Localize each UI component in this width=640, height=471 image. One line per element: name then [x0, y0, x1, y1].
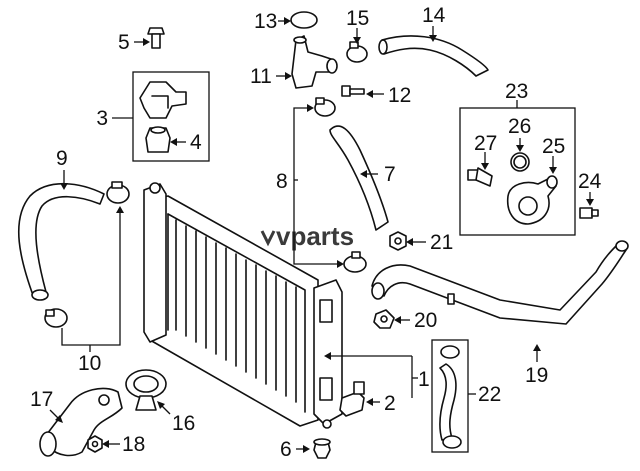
- callout-4: 4: [190, 131, 202, 154]
- insulator-part-4[interactable]: [145, 126, 171, 153]
- callout-3: 3: [96, 107, 108, 130]
- cap-part-13[interactable]: [290, 11, 318, 29]
- watermark-text: vparts: [276, 221, 354, 251]
- drain-plug-part-2[interactable]: [339, 381, 365, 417]
- group-box-22: [431, 339, 469, 453]
- radiator[interactable]: [143, 182, 343, 429]
- clamp-part-15[interactable]: [346, 41, 368, 63]
- water-outlet-part-25[interactable]: [506, 175, 558, 225]
- callout-15: 15: [346, 7, 369, 30]
- clamp-part-10-lower[interactable]: [44, 308, 68, 328]
- callout-5: 5: [118, 31, 130, 54]
- callout-2: 2: [384, 392, 396, 415]
- gasket-part-20[interactable]: [373, 309, 395, 329]
- clamp-part-10-upper[interactable]: [106, 181, 130, 204]
- callout-11: 11: [250, 65, 272, 88]
- callout-27: 27: [474, 132, 497, 155]
- hose-part-7[interactable]: [329, 125, 389, 231]
- callout-22: 22: [478, 383, 501, 406]
- hose-part-9[interactable]: [18, 182, 105, 301]
- grommet-part-6[interactable]: [313, 438, 331, 459]
- callout-23: 23: [505, 80, 528, 103]
- thermostat-housing-part-17[interactable]: [39, 387, 123, 457]
- callout-20: 20: [414, 309, 437, 332]
- sensor-part-27[interactable]: [467, 167, 493, 187]
- callout-16: 16: [172, 412, 195, 435]
- callout-6: 6: [280, 438, 292, 461]
- bolt-part-24[interactable]: [579, 207, 599, 219]
- callout-9: 9: [56, 147, 68, 170]
- bracket-part-3[interactable]: [139, 81, 187, 119]
- callout-14: 14: [422, 4, 446, 27]
- nut-part-21[interactable]: [389, 231, 407, 251]
- callout-10: 10: [78, 352, 101, 375]
- callout-24: 24: [578, 170, 602, 193]
- pipe-part-19[interactable]: [371, 240, 629, 325]
- bolt-part-12[interactable]: [341, 85, 365, 97]
- gasket-part-26[interactable]: [510, 152, 530, 172]
- callout-12: 12: [388, 84, 411, 107]
- callout-19: 19: [525, 364, 548, 387]
- callout-21: 21: [430, 231, 453, 254]
- callout-17: 17: [30, 388, 53, 411]
- callout-26: 26: [508, 115, 531, 138]
- clamp-part-8-lower[interactable]: [343, 251, 367, 273]
- group-box-3-4: [132, 71, 210, 162]
- filler-neck-part-11[interactable]: [291, 35, 338, 89]
- callout-8: 8: [276, 170, 288, 193]
- nut-part-18[interactable]: [87, 435, 103, 453]
- callout-1: 1: [418, 368, 430, 391]
- callout-25: 25: [542, 135, 565, 158]
- callout-7: 7: [384, 163, 396, 186]
- watermark-logo: vparts: [260, 221, 354, 251]
- callout-13: 13: [254, 10, 277, 33]
- hose-part-22[interactable]: [439, 345, 462, 449]
- bolt-part-5[interactable]: [147, 27, 165, 49]
- callout-18: 18: [122, 433, 145, 456]
- clamp-part-8-upper[interactable]: [314, 97, 336, 117]
- hose-part-14[interactable]: [378, 35, 489, 77]
- thermostat-part-16[interactable]: [125, 369, 167, 411]
